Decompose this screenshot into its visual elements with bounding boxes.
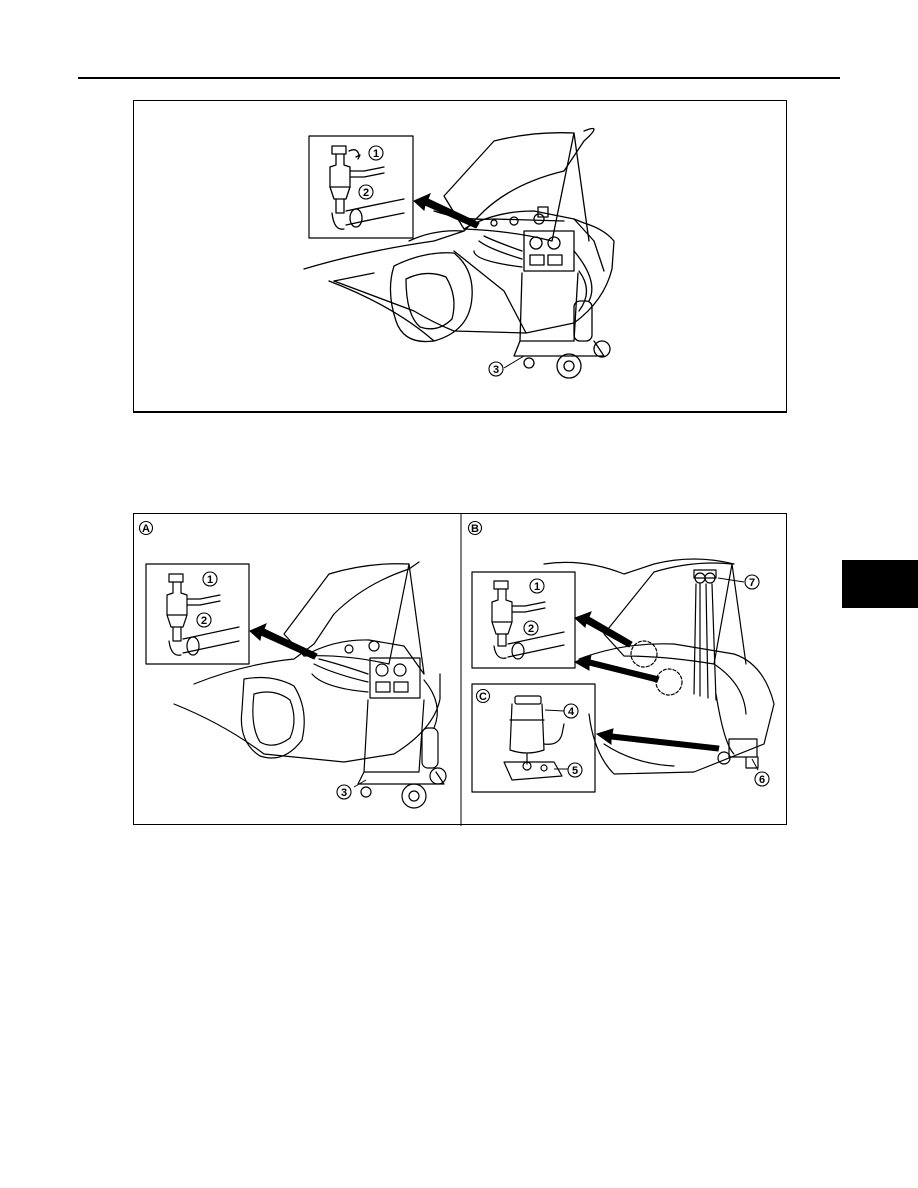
svg-text:2: 2 <box>528 623 534 635</box>
panel-c-letter: C <box>475 688 491 704</box>
section-tab <box>842 560 918 608</box>
figure-top: 1 2 3 <box>133 100 787 413</box>
panel-c-callout-5: 5 <box>567 762 583 778</box>
panel-b-callout-7: 7 <box>744 574 760 590</box>
svg-text:B: B <box>471 523 479 535</box>
header-rule <box>78 77 840 79</box>
panel-a-callout-2: 2 <box>196 612 212 628</box>
panel-b-callout-6: 6 <box>754 771 770 787</box>
svg-text:2: 2 <box>201 615 207 627</box>
svg-text:4: 4 <box>568 706 575 718</box>
svg-text:2: 2 <box>363 187 369 199</box>
figure-top-illustration: 1 2 3 <box>303 127 615 379</box>
panel-b-callout-1: 1 <box>529 578 545 594</box>
top-callout-1: 1 <box>368 145 384 161</box>
figure-bottom: A 1 2 3 <box>133 513 787 826</box>
svg-text:1: 1 <box>207 574 213 586</box>
svg-text:7: 7 <box>749 577 755 589</box>
svg-text:1: 1 <box>373 148 379 160</box>
svg-text:A: A <box>142 523 150 535</box>
panel-c-callout-4: 4 <box>563 703 579 719</box>
svg-text:C: C <box>479 691 487 703</box>
svg-text:5: 5 <box>572 765 578 777</box>
panel-a-callout-1: 1 <box>202 571 218 587</box>
figure-bottom-illustration: A 1 2 3 <box>138 514 775 826</box>
panel-b-drawing <box>471 558 775 793</box>
svg-text:3: 3 <box>341 787 347 799</box>
panel-a-callout-3: 3 <box>336 784 352 800</box>
svg-text:6: 6 <box>759 774 765 786</box>
panel-b-callout-2: 2 <box>523 620 539 636</box>
top-callout-3: 3 <box>488 361 504 377</box>
panel-a-letter: A <box>138 520 154 536</box>
top-callout-2: 2 <box>358 184 374 200</box>
panel-a-drawing <box>145 561 447 809</box>
svg-text:1: 1 <box>534 581 540 593</box>
svg-text:3: 3 <box>493 364 499 376</box>
panel-b-letter: B <box>467 520 483 536</box>
